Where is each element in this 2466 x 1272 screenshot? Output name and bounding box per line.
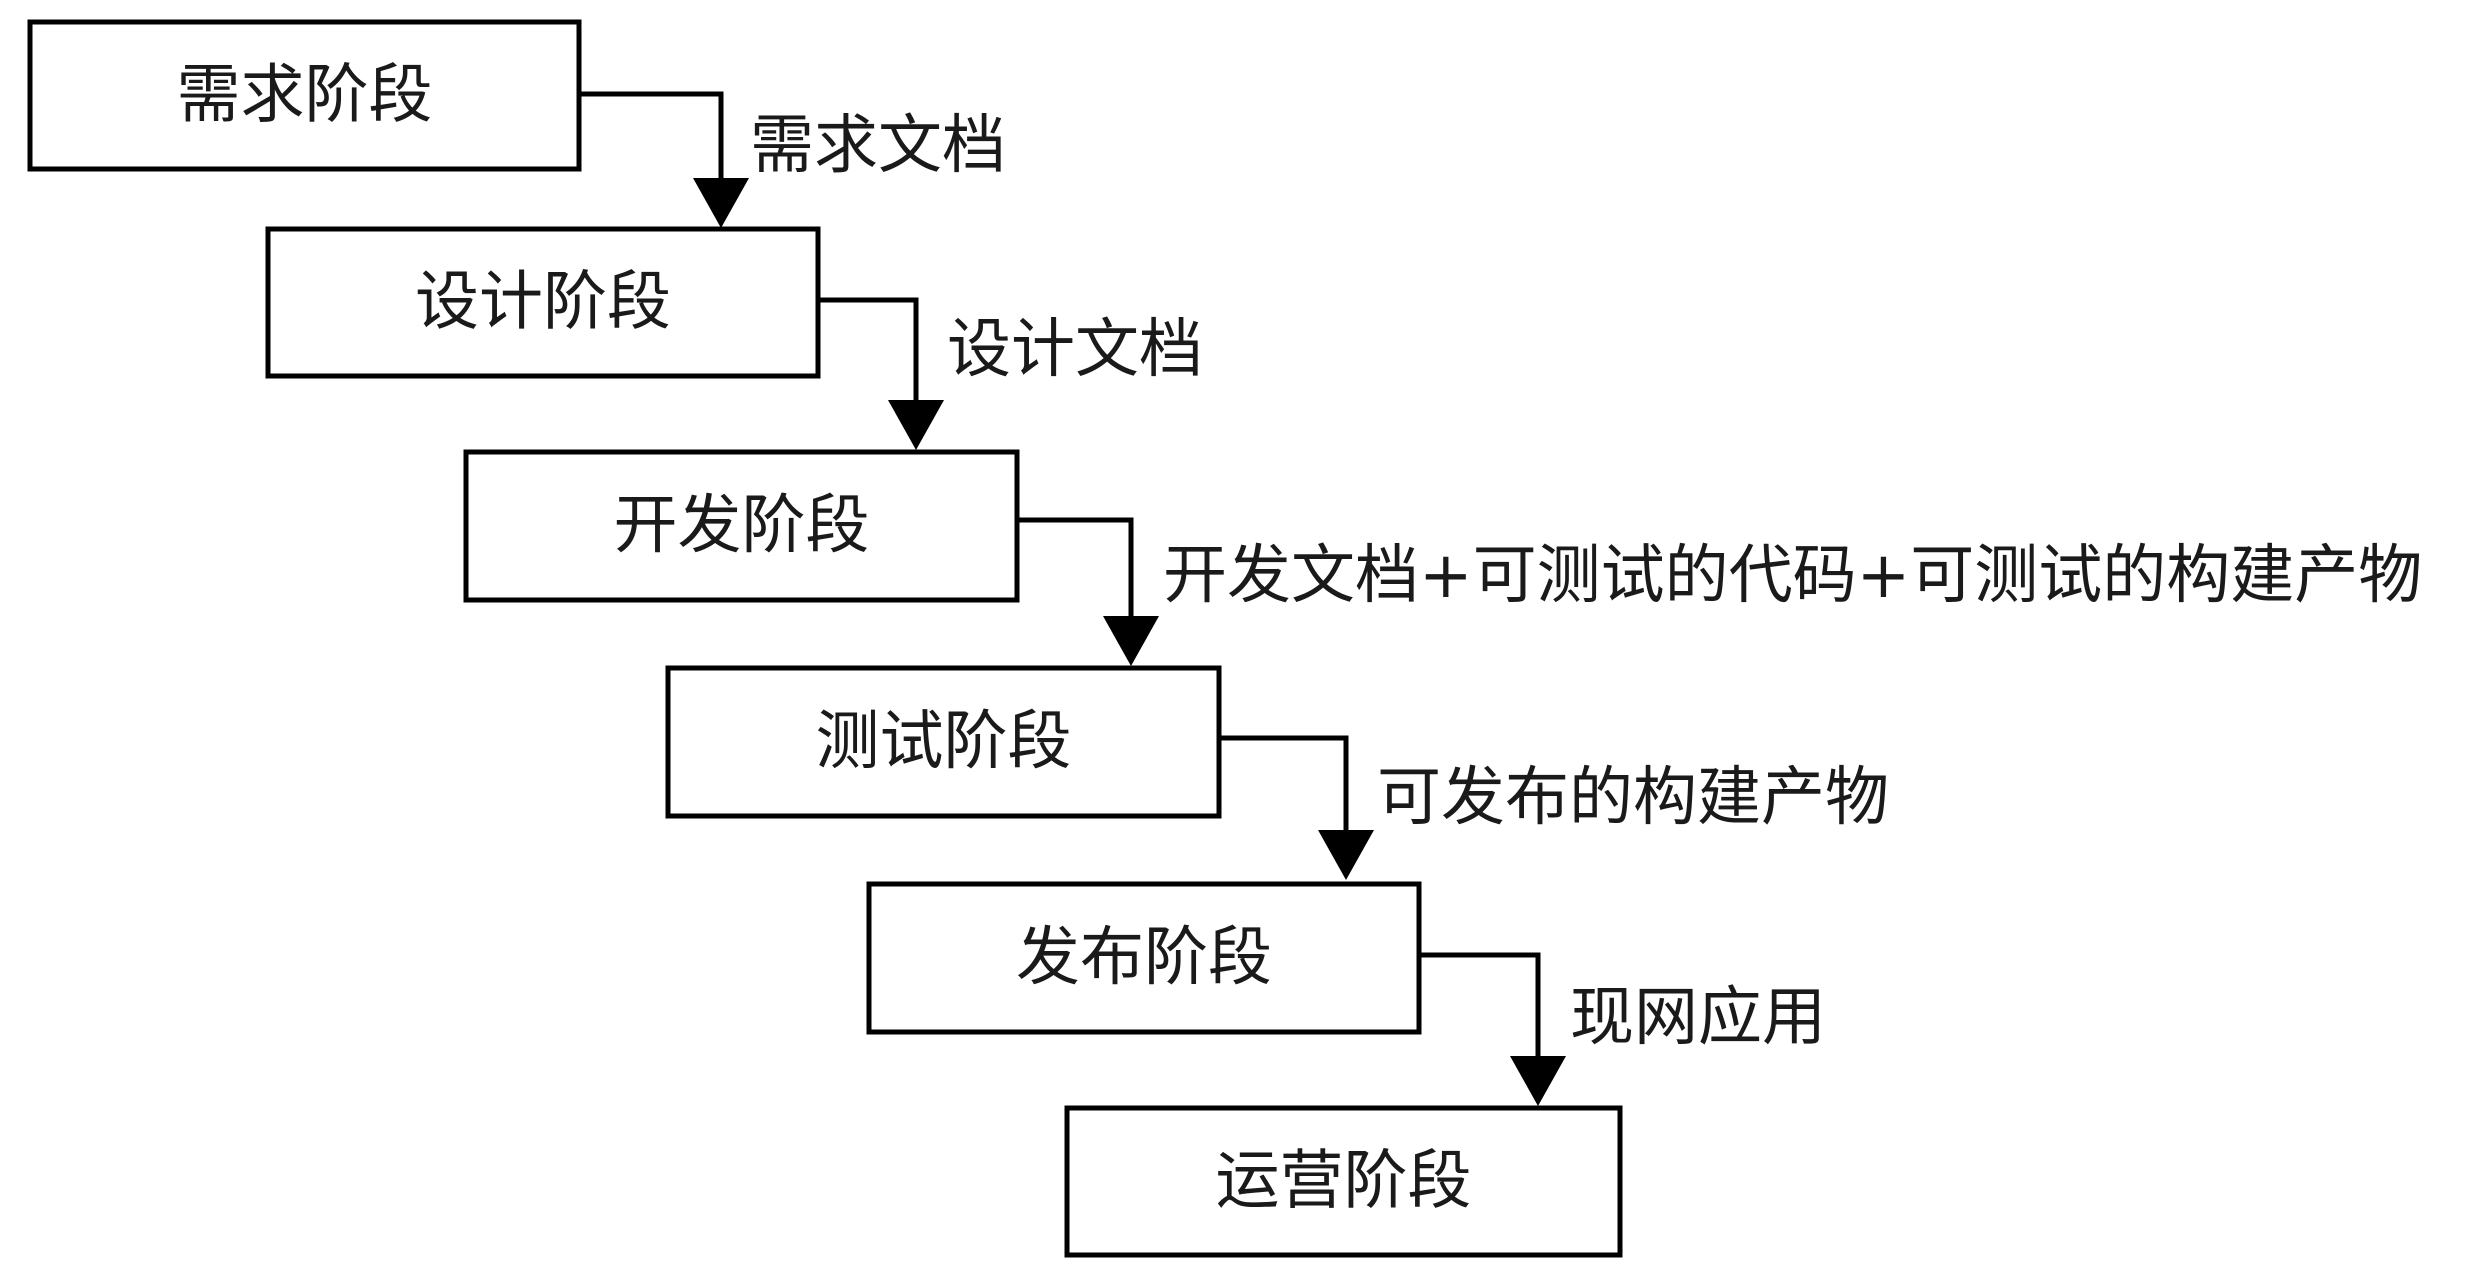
stage-label: 运营阶段 — [1216, 1145, 1472, 1219]
arrowhead-2 — [888, 400, 944, 450]
connectors — [579, 91, 1566, 1106]
connector-3 — [1017, 517, 1134, 620]
stage-box — [1064, 1105, 1623, 1258]
stage-3: 开发阶段 — [463, 449, 1020, 603]
connector-2 — [818, 297, 919, 404]
artifact-label-2: 设计文档 — [947, 313, 1203, 387]
stage-box — [665, 665, 1222, 819]
stage-2: 设计阶段 — [265, 226, 821, 379]
artifact-label-4: 可发布的构建产物 — [1377, 761, 1889, 835]
artifact-label-1: 需求文档 — [750, 109, 1006, 183]
stage-label: 设计阶段 — [415, 266, 671, 340]
stage-1: 需求阶段 — [27, 19, 582, 172]
arrowhead-5 — [1510, 1056, 1566, 1106]
stage-box — [27, 19, 582, 172]
stage-label: 需求阶段 — [177, 59, 433, 133]
stage-box — [463, 449, 1020, 603]
arrowhead-4 — [1318, 830, 1374, 880]
artifact-label-3: 开发文档+可测试的代码+可测试的构建产物 — [1163, 539, 2422, 613]
stage-6: 运营阶段 — [1064, 1105, 1623, 1258]
arrowhead-3 — [1103, 616, 1159, 666]
stage-label: 开发阶段 — [614, 489, 870, 563]
artifact-label-5: 现网应用 — [1570, 981, 1826, 1055]
stage-5: 发布阶段 — [866, 881, 1422, 1035]
stage-label: 发布阶段 — [1016, 921, 1272, 995]
stage-4: 测试阶段 — [665, 665, 1222, 819]
stage-label: 测试阶段 — [816, 705, 1072, 779]
connector-1 — [579, 91, 724, 182]
stage-box — [265, 226, 821, 379]
arrowhead-1 — [693, 178, 749, 228]
connector-4 — [1219, 735, 1349, 834]
stage-box — [866, 881, 1422, 1035]
connector-5 — [1419, 952, 1541, 1060]
